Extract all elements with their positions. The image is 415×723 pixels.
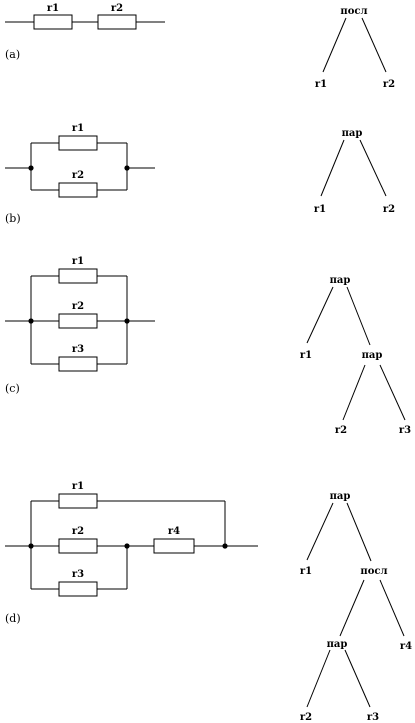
tree-leaf: r2 [335,425,347,436]
tree-node-root: пар [342,128,363,139]
resistor-label: r2 [72,301,84,312]
tree-edge [320,139,345,197]
resistor-r1 [58,135,98,151]
tree-leaf: r3 [399,425,411,436]
resistor-label: r3 [72,344,84,355]
junction-dot [124,165,130,171]
circuit-c: r1 r2 r3 [5,256,155,372]
tree-a: посл r1 r2 [315,6,395,90]
tree-leaf: r1 [300,566,312,577]
tree-c: пар r1 пар r2 r3 [300,275,411,436]
junction-dot [28,165,34,171]
resistor-r1 [58,268,98,284]
tree-leaf: r1 [314,204,326,215]
resistor-label: r1 [72,256,84,267]
junction-dot [28,318,34,324]
tree-edge [306,649,331,708]
tree-edge [339,579,365,637]
tree-node: посл [360,566,387,577]
tree-leaf: r4 [400,641,412,652]
tree-edge [322,17,347,73]
resistor-label: r3 [72,569,84,580]
resistor-label: r1 [72,123,84,134]
resistor-r2 [58,538,98,554]
tree-edge [346,286,371,346]
resistor-label: r2 [72,526,84,537]
panel-label-a: (a) [5,48,20,61]
resistor-r2 [58,182,98,198]
resistor-r1 [58,493,98,509]
junction-dot [28,543,34,549]
tree-edge [306,286,334,344]
tree-edge [346,502,372,562]
tree-node: пар [362,350,383,361]
resistor-label: r2 [111,3,123,14]
resistor-r4 [153,538,195,554]
junction-dot [124,543,130,549]
resistor-label: r4 [168,526,180,537]
panel-a: r1 r2 (a) посл r1 r2 [5,3,395,90]
tree-edge [306,502,334,561]
circuit-a: r1 r2 [5,3,165,30]
junction-dot [222,543,228,549]
resistor-label: r1 [72,481,84,492]
tree-edge [344,649,371,708]
tree-edge [379,579,405,637]
resistor-r3 [58,581,98,597]
tree-leaf: r1 [300,350,312,361]
resistor-r1 [33,14,73,30]
tree-d: пар r1 посл пар r4 r2 r3 [300,491,412,723]
tree-b: пар r1 r2 [314,128,395,215]
tree-leaf: r1 [315,79,327,90]
tree-leaf: r2 [383,79,395,90]
tree-leaf: r3 [367,712,379,723]
panel-b: r1 r2 (b) пар r1 r2 [5,123,395,225]
tree-node-root: пар [330,275,351,286]
panel-label-c: (c) [5,382,20,395]
panel-d: r1 r2 r3 r4 (d) пар r1 посл пар r4 r2 r3 [5,481,412,723]
resistor-r2 [58,313,98,329]
circuit-d: r1 r2 r3 r4 [5,481,258,597]
tree-edge [361,17,387,73]
panel-label-d: (d) [5,612,21,625]
tree-node-root: посл [340,6,367,17]
tree-edge [379,364,406,421]
tree-edge [359,139,387,197]
tree-edge [342,364,366,421]
tree-node: пар [327,639,348,650]
panel-c: r1 r2 r3 (c) пар r1 пар r2 r3 [5,256,411,436]
tree-leaf: r2 [383,204,395,215]
resistor-label: r2 [72,170,84,181]
panel-label-b: (b) [5,212,21,225]
resistor-r2 [97,14,137,30]
tree-leaf: r2 [300,712,312,723]
junction-dot [124,318,130,324]
resistor-label: r1 [47,3,59,14]
tree-node-root: пар [330,491,351,502]
resistor-r3 [58,356,98,372]
circuit-b: r1 r2 [5,123,155,198]
